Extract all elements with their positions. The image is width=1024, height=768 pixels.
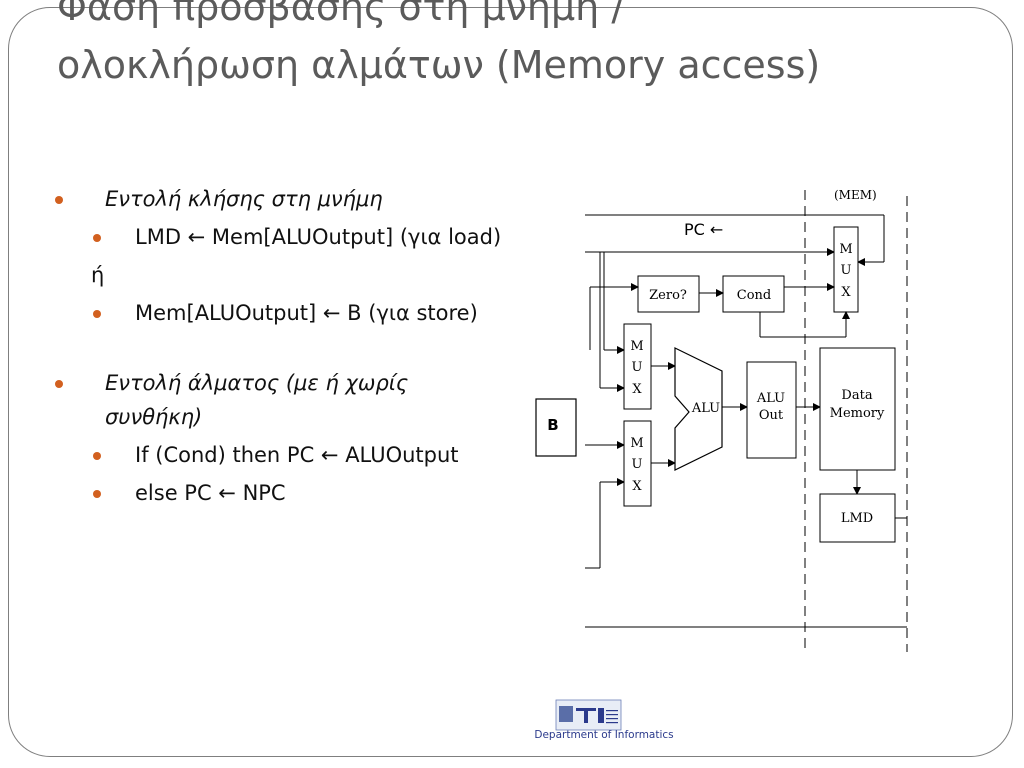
alu-out-register <box>746 361 797 459</box>
slide-title: Φάση πρόσβασης στη μνήμη / ολοκλήρωση αλ… <box>57 0 987 94</box>
bullet-dot <box>93 310 101 318</box>
bullet-jump: Εντολή άλματος (με ή χωρίς συνθήκη) <box>55 366 505 434</box>
mux-lower-u: U <box>632 457 643 472</box>
title-line-2: ολοκλήρωση αλμάτων (Memory access) <box>57 43 821 87</box>
mux-upper-u: U <box>632 360 643 375</box>
department-logo: Department of Informatics <box>524 698 684 748</box>
data-memory <box>819 347 896 471</box>
mux-upper-x: X <box>632 382 642 397</box>
lmd-label: LMD <box>841 511 873 526</box>
bullet-memory-call: Εντολή κλήσης στη μνήμη <box>55 182 505 216</box>
mux-lower-m: M <box>630 436 643 451</box>
bullet-memory-call-label: Εντολή κλήσης στη μνήμη <box>105 187 383 211</box>
sub-bullet-else: else PC ← NPC <box>55 476 505 510</box>
bullet-jump-label: Εντολή άλματος (με ή χωρίς συνθήκη) <box>105 371 409 429</box>
title-line-1: Φάση πρόσβασης στη μνήμη / <box>57 0 625 29</box>
alu-out-label-2: Out <box>759 408 784 423</box>
mux-lower-x: X <box>632 479 642 494</box>
bullet-dot <box>55 196 63 204</box>
datapath-diagram: (MEM) PC ← M U X Zero? Cond B M U X M U … <box>535 188 908 652</box>
data-memory-label-1: Data <box>841 388 872 403</box>
or-text: ή <box>91 263 105 287</box>
lmd-register <box>819 493 896 543</box>
cond-box <box>722 275 785 313</box>
alu-out-label-1: ALU <box>756 391 785 406</box>
zero-box <box>637 275 700 313</box>
sub-bullet-branch-text: If (Cond) then PC ← ALUOutput <box>135 443 459 467</box>
data-memory-label-2: Memory <box>830 406 885 421</box>
mux-upper-m: M <box>630 339 643 354</box>
pc-label: PC ← <box>684 220 723 239</box>
zero-label: Zero? <box>649 288 687 303</box>
alu-unit <box>674 347 723 471</box>
university-seal-icon <box>555 699 622 731</box>
b-register-label: B <box>547 416 558 434</box>
bullet-dot <box>93 490 101 498</box>
mux-top-x: X <box>841 285 851 300</box>
mem-stage-label: (MEM) <box>834 188 877 202</box>
bullet-dot <box>55 380 63 388</box>
sub-bullet-branch: If (Cond) then PC ← ALUOutput <box>55 438 505 472</box>
mux-upper <box>623 323 652 410</box>
department-name: Department of Informatics <box>534 729 674 741</box>
alu-label: ALU <box>691 401 720 416</box>
sub-bullet-store: Mem[ALUOutput] ← B (για store) <box>55 296 505 330</box>
sub-bullet-store-text: Mem[ALUOutput] ← B (για store) <box>135 301 478 325</box>
sub-bullet-load-text: LMD ← Mem[ALUOutput] (για load) <box>135 225 502 249</box>
bullet-dot <box>93 452 101 460</box>
b-register <box>535 398 577 457</box>
sub-bullet-else-text: else PC ← NPC <box>135 481 286 505</box>
bullet-list: Εντολή κλήσης στη μνήμη LMD ← Mem[ALUOut… <box>55 182 505 510</box>
mux-top-m: M <box>839 242 852 257</box>
cond-label: Cond <box>737 288 771 303</box>
bullet-dot <box>93 234 101 242</box>
sub-bullet-load: LMD ← Mem[ALUOutput] (για load) <box>55 220 505 254</box>
mux-top-u: U <box>841 263 852 278</box>
